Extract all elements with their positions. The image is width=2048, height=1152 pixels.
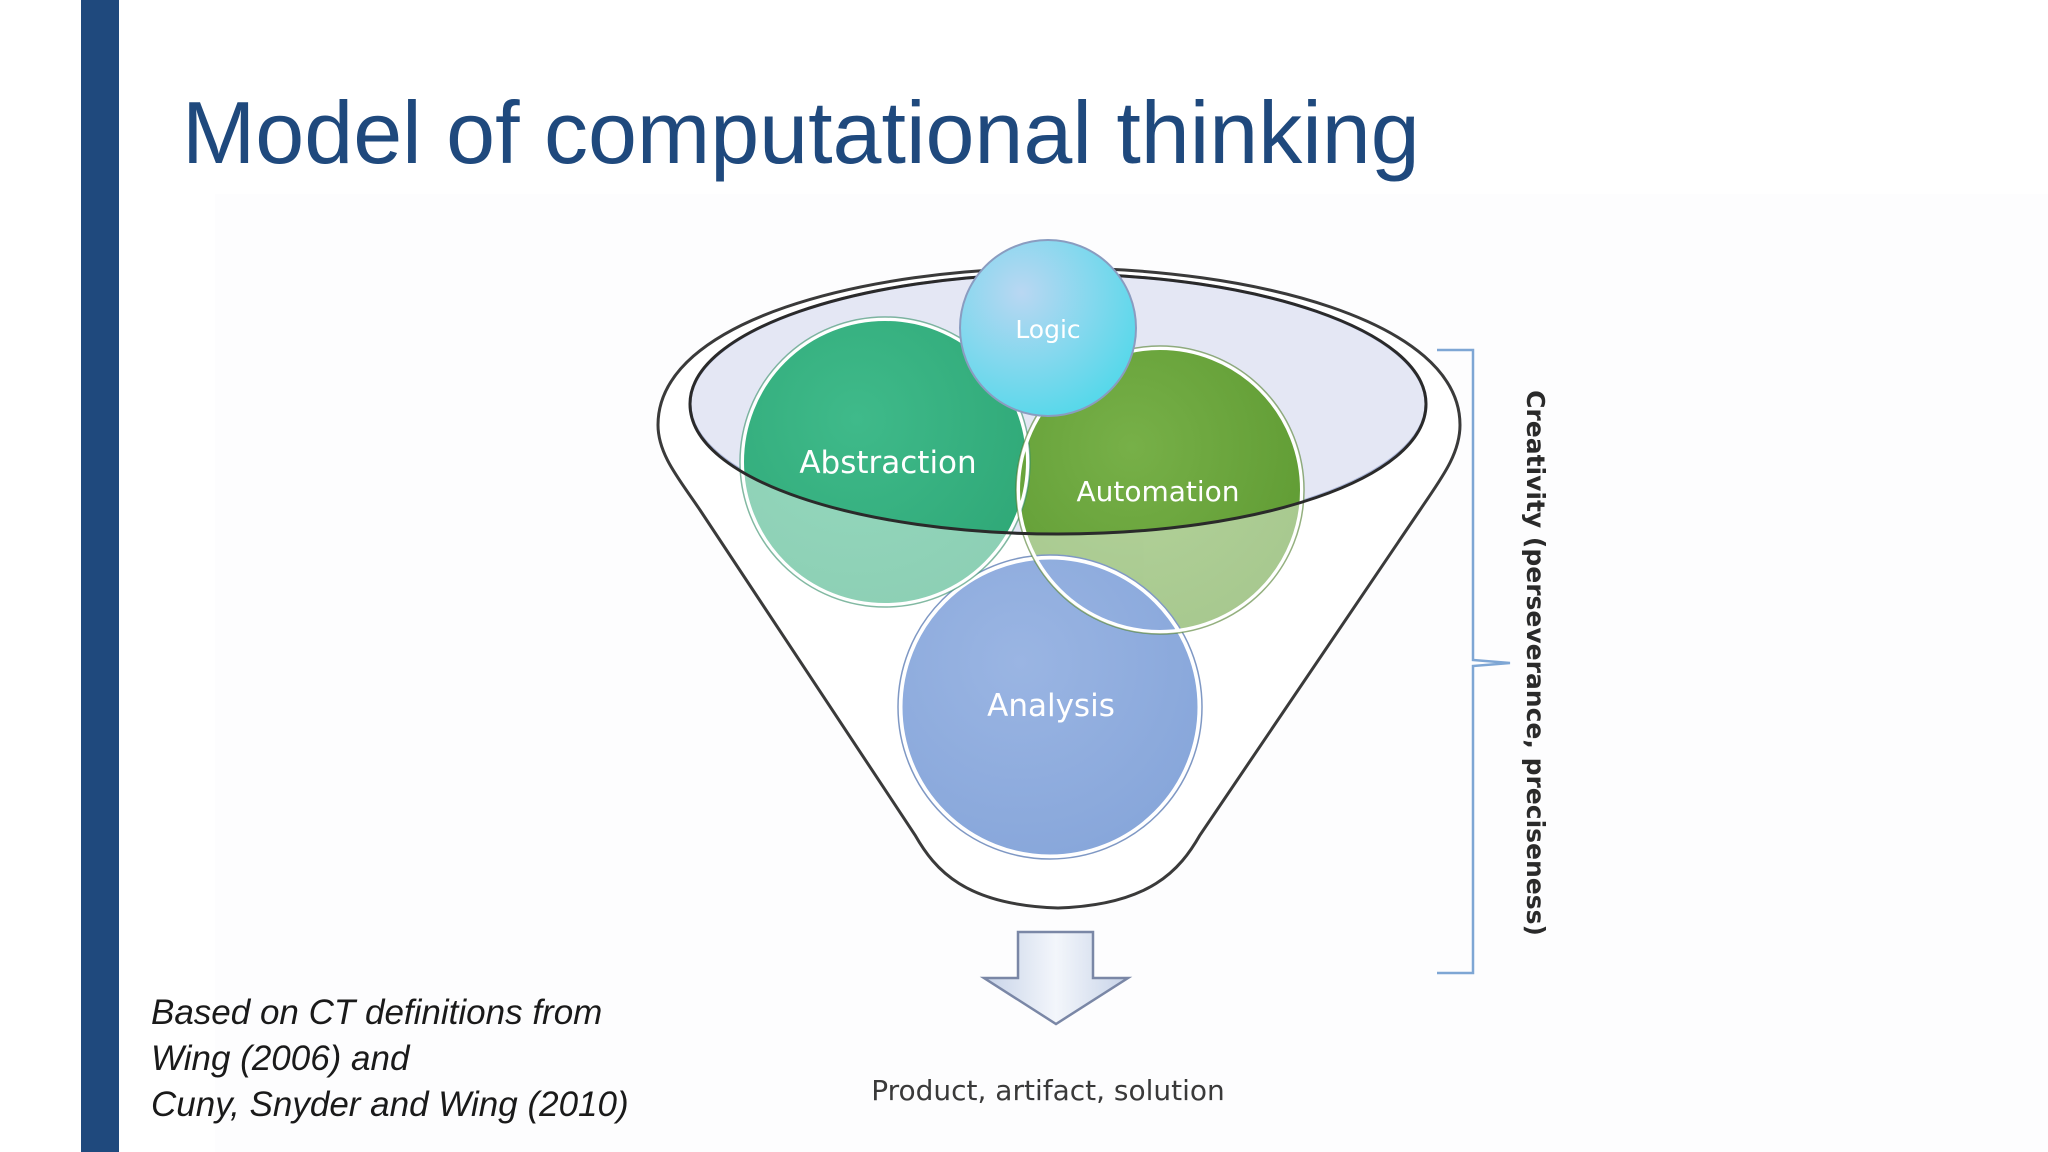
citation-line: Wing (2006) and [151,1039,410,1078]
abstraction-label: Abstraction [799,445,976,481]
down-arrow-icon [979,930,1133,1026]
analysis-circle [897,554,1203,860]
output-label: Product, artifact, solution [871,1074,1225,1107]
abstraction-circle [740,317,1030,607]
citation-line: Based on CT definitions from [151,993,603,1032]
citation-line: Cuny, Snyder and Wing (2010) [151,1085,629,1124]
accent-bar [81,0,119,1152]
automation-label: Automation [1076,475,1239,508]
creativity-label: Creativity (perseverance, preciseness) [1521,390,1550,936]
analysis-label: Analysis [987,688,1115,724]
citation: Based on CT definitions from Wing (2006)… [151,990,629,1128]
page-title: Model of computational thinking [182,83,1420,182]
creativity-bracket [1437,348,1511,975]
automation-circle [1016,346,1304,634]
logic-circle [959,239,1137,417]
logic-label: Logic [1015,315,1080,344]
